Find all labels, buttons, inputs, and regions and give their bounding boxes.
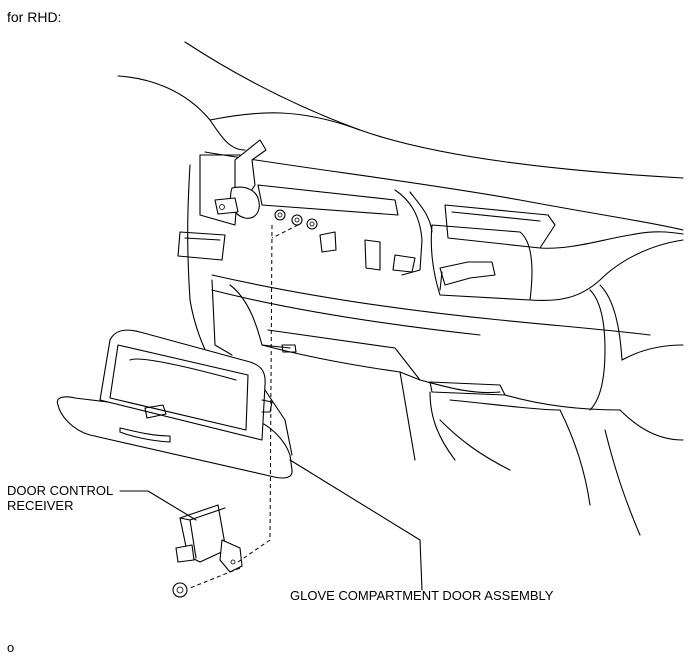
mounting-bracket [214,139,416,273]
dash-upper-contours [117,41,684,366]
illustration-code: o [7,640,15,655]
glove-compartment [56,329,293,479]
alignment-lines [189,224,299,589]
instrument-panel [177,154,684,536]
dash-screws [274,209,318,230]
door-control-receiver-label: DOOR CONTROL RECEIVER [7,483,114,513]
door-control-receiver [172,504,243,598]
leader-lines [119,459,423,591]
glove-compartment-label: GLOVE COMPARTMENT DOOR ASSEMBLY [290,588,554,603]
diagram-heading: for RHD: [7,9,62,25]
